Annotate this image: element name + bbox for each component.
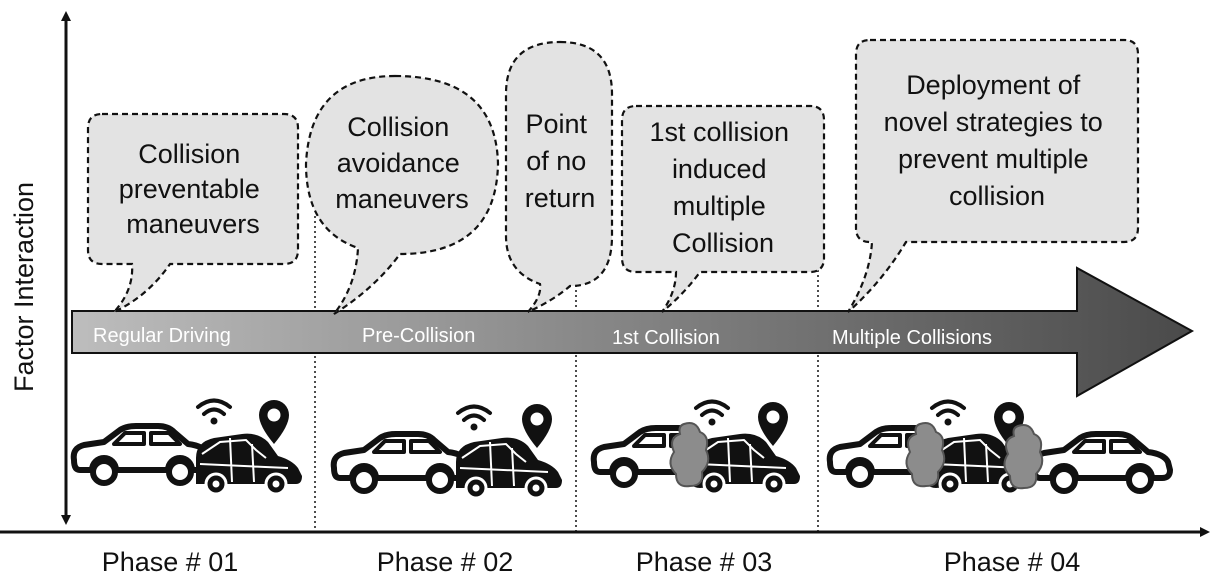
- phase-label-1: Phase # 01: [102, 547, 239, 577]
- bubble-5-line-4: collision: [949, 181, 1045, 211]
- speech-bubble-collision-avoidance: Collision avoidance maneuvers: [304, 74, 500, 315]
- wifi-icon: [694, 399, 730, 428]
- wifi-icon: [456, 404, 492, 433]
- autonomous-car-icon: [454, 436, 564, 500]
- phase-label-3: Phase # 03: [636, 547, 773, 577]
- speech-bubble-collision-preventable: Collision preventable maneuvers: [86, 112, 300, 313]
- location-pin-icon: [522, 404, 552, 448]
- phase-label-2: Phase # 02: [377, 547, 514, 577]
- location-pin-icon: [259, 400, 289, 444]
- bubble-1-line-1: Collision: [138, 139, 240, 169]
- bubble-1-line-3: maneuvers: [126, 209, 260, 239]
- bubble-1-line-2: preventable: [119, 174, 260, 204]
- bubble-3-line-2: of no: [526, 146, 586, 176]
- bubble-2-line-1: Collision: [347, 112, 449, 142]
- svg-text:Point of no return: Point of no return: [525, 109, 596, 213]
- bubble-4-line-3: multiple: [673, 191, 766, 221]
- bubble-5-line-3: prevent multiple: [898, 144, 1089, 174]
- bubble-2-line-3: maneuvers: [335, 184, 469, 214]
- autonomous-car-icon: [194, 432, 304, 496]
- svg-text:Deployment of novel stra: Deployment of novel strategies to preven…: [884, 70, 1111, 211]
- wifi-icon: [196, 398, 232, 427]
- car-icon: [334, 434, 470, 491]
- speech-bubble-point-of-no-return: Point of no return: [504, 40, 614, 313]
- timeline-arrow: [71, 266, 1195, 398]
- svg-text:1st collision induced: 1st collision induced multiple Collision: [649, 117, 796, 258]
- stage-label-first-collision: 1st Collision: [612, 327, 720, 349]
- bubble-5-line-1: Deployment of: [906, 70, 1081, 100]
- car-icon: [74, 426, 210, 483]
- bubble-3-line-3: return: [525, 183, 596, 213]
- bubble-3-line-1: Point: [525, 109, 587, 139]
- bubble-4-line-4: Collision: [672, 228, 774, 258]
- bubble-4-line-2: induced: [672, 154, 767, 184]
- car-icon: [1034, 434, 1170, 491]
- svg-text:Collision preventable: Collision preventable maneuvers: [119, 139, 268, 239]
- stage-label-regular-driving: Regular Driving: [93, 325, 231, 347]
- bubble-4-line-1: 1st collision: [649, 117, 789, 147]
- bubble-5-line-2: novel strategies to: [884, 107, 1103, 137]
- bubble-2-line-2: avoidance: [337, 148, 460, 178]
- autonomous-car-icon: [692, 432, 802, 496]
- stage-label-pre-collision: Pre-Collision: [362, 325, 475, 347]
- wifi-icon: [930, 399, 966, 428]
- speech-bubble-novel-strategies: Deployment of novel strategies to preven…: [847, 38, 1140, 313]
- speech-bubble-first-collision-induced: 1st collision induced multiple Collision: [620, 104, 826, 313]
- svg-text:Collision avoidance: Collision avoidance maneuvers: [335, 112, 469, 214]
- stage-label-multiple-collisions: Multiple Collisions: [832, 327, 992, 349]
- phase-label-4: Phase # 04: [944, 547, 1081, 577]
- y-axis-label: Factor Interaction: [9, 182, 39, 392]
